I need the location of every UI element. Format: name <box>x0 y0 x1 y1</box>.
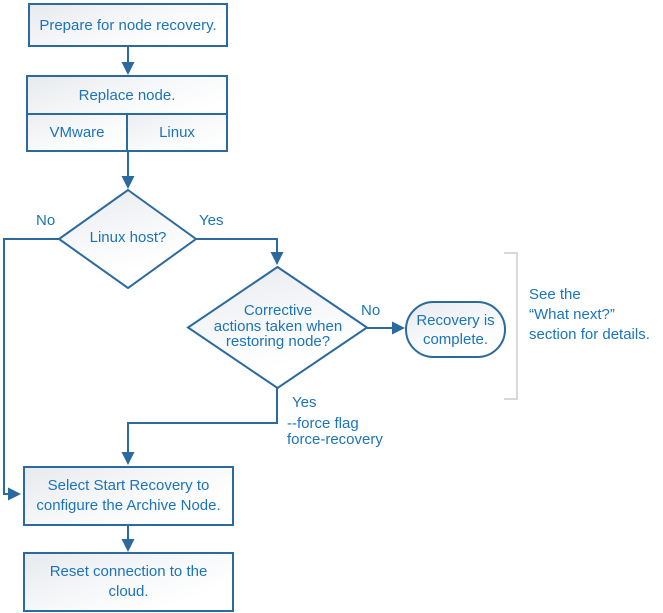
replace-node-options: VMware Linux <box>28 115 226 150</box>
edge-label-yes: Yes <box>292 394 317 411</box>
edge-select-to-reset <box>121 526 135 552</box>
edge-prepare-to-replace <box>121 47 135 75</box>
decision-corrective-actions <box>186 265 369 390</box>
edge-linuxhost-yes <box>196 238 284 265</box>
arrowhead-icon <box>121 539 135 552</box>
node-label: Prepare for node recovery. <box>39 16 217 34</box>
arrowhead-icon <box>121 62 135 75</box>
node-label-line: configure the Archive Node. <box>36 497 221 514</box>
arrowhead-icon <box>121 452 135 465</box>
node-label-line: Recovery is <box>416 311 495 329</box>
side-note-line: See the <box>529 286 581 303</box>
option-linux: Linux <box>128 115 226 150</box>
node-reset-connection: Reset connection to the cloud. <box>23 552 234 612</box>
decision-linux-host <box>57 188 198 290</box>
decision-label-linux-host: Linux host? <box>59 230 197 246</box>
node-replace-node: Replace node. VMware Linux <box>26 75 228 152</box>
edge-note-line: --force flag <box>287 415 359 432</box>
decision-label-line: restoring node? <box>225 333 331 350</box>
side-note-bracket <box>504 252 518 400</box>
node-label: Replace node. <box>78 86 176 104</box>
option-label: Linux <box>159 124 195 141</box>
edge-linuxhost-no <box>3 238 59 501</box>
edge-replace-to-linuxhost <box>121 152 135 189</box>
edge-note-force-flag: --force flag force-recovery <box>287 416 383 448</box>
edge-label-yes: Yes <box>199 212 224 229</box>
side-note-text: See the “What next?” section for details… <box>529 285 661 345</box>
arrowhead-icon <box>121 176 135 189</box>
option-vmware: VMware <box>28 115 128 150</box>
edge-label-no: No <box>361 302 381 319</box>
side-note-line: section for details. <box>529 326 650 343</box>
decision-label: Linux host? <box>89 229 167 246</box>
node-label-line: complete. <box>422 330 489 348</box>
edge-note-line: force-recovery <box>287 431 383 448</box>
decision-label-corrective-actions: Corrective actions taken when restoring … <box>188 303 368 350</box>
node-prepare-for-recovery: Prepare for node recovery. <box>28 3 228 47</box>
arrowhead-icon <box>270 252 284 265</box>
arrowhead-icon <box>392 321 405 335</box>
side-note-line: “What next?” <box>529 306 615 323</box>
arrowhead-icon <box>8 487 21 501</box>
node-label-line: Reset connection to the <box>49 563 208 580</box>
replace-node-title: Replace node. <box>28 77 226 115</box>
node-label-line: cloud. <box>108 583 149 600</box>
node-recovery-complete: Recovery is complete. <box>405 301 506 358</box>
node-label-line: Select Start Recovery to <box>47 477 210 494</box>
option-label: VMware <box>49 124 105 141</box>
decision-label-line: Corrective <box>243 302 313 319</box>
edge-corrective-yes <box>121 388 278 465</box>
edge-label-no: No <box>36 212 56 229</box>
node-select-start-recovery: Select Start Recovery to configure the A… <box>23 466 234 526</box>
edge-corrective-no <box>367 321 405 335</box>
decision-label-line: actions taken when <box>213 317 343 335</box>
